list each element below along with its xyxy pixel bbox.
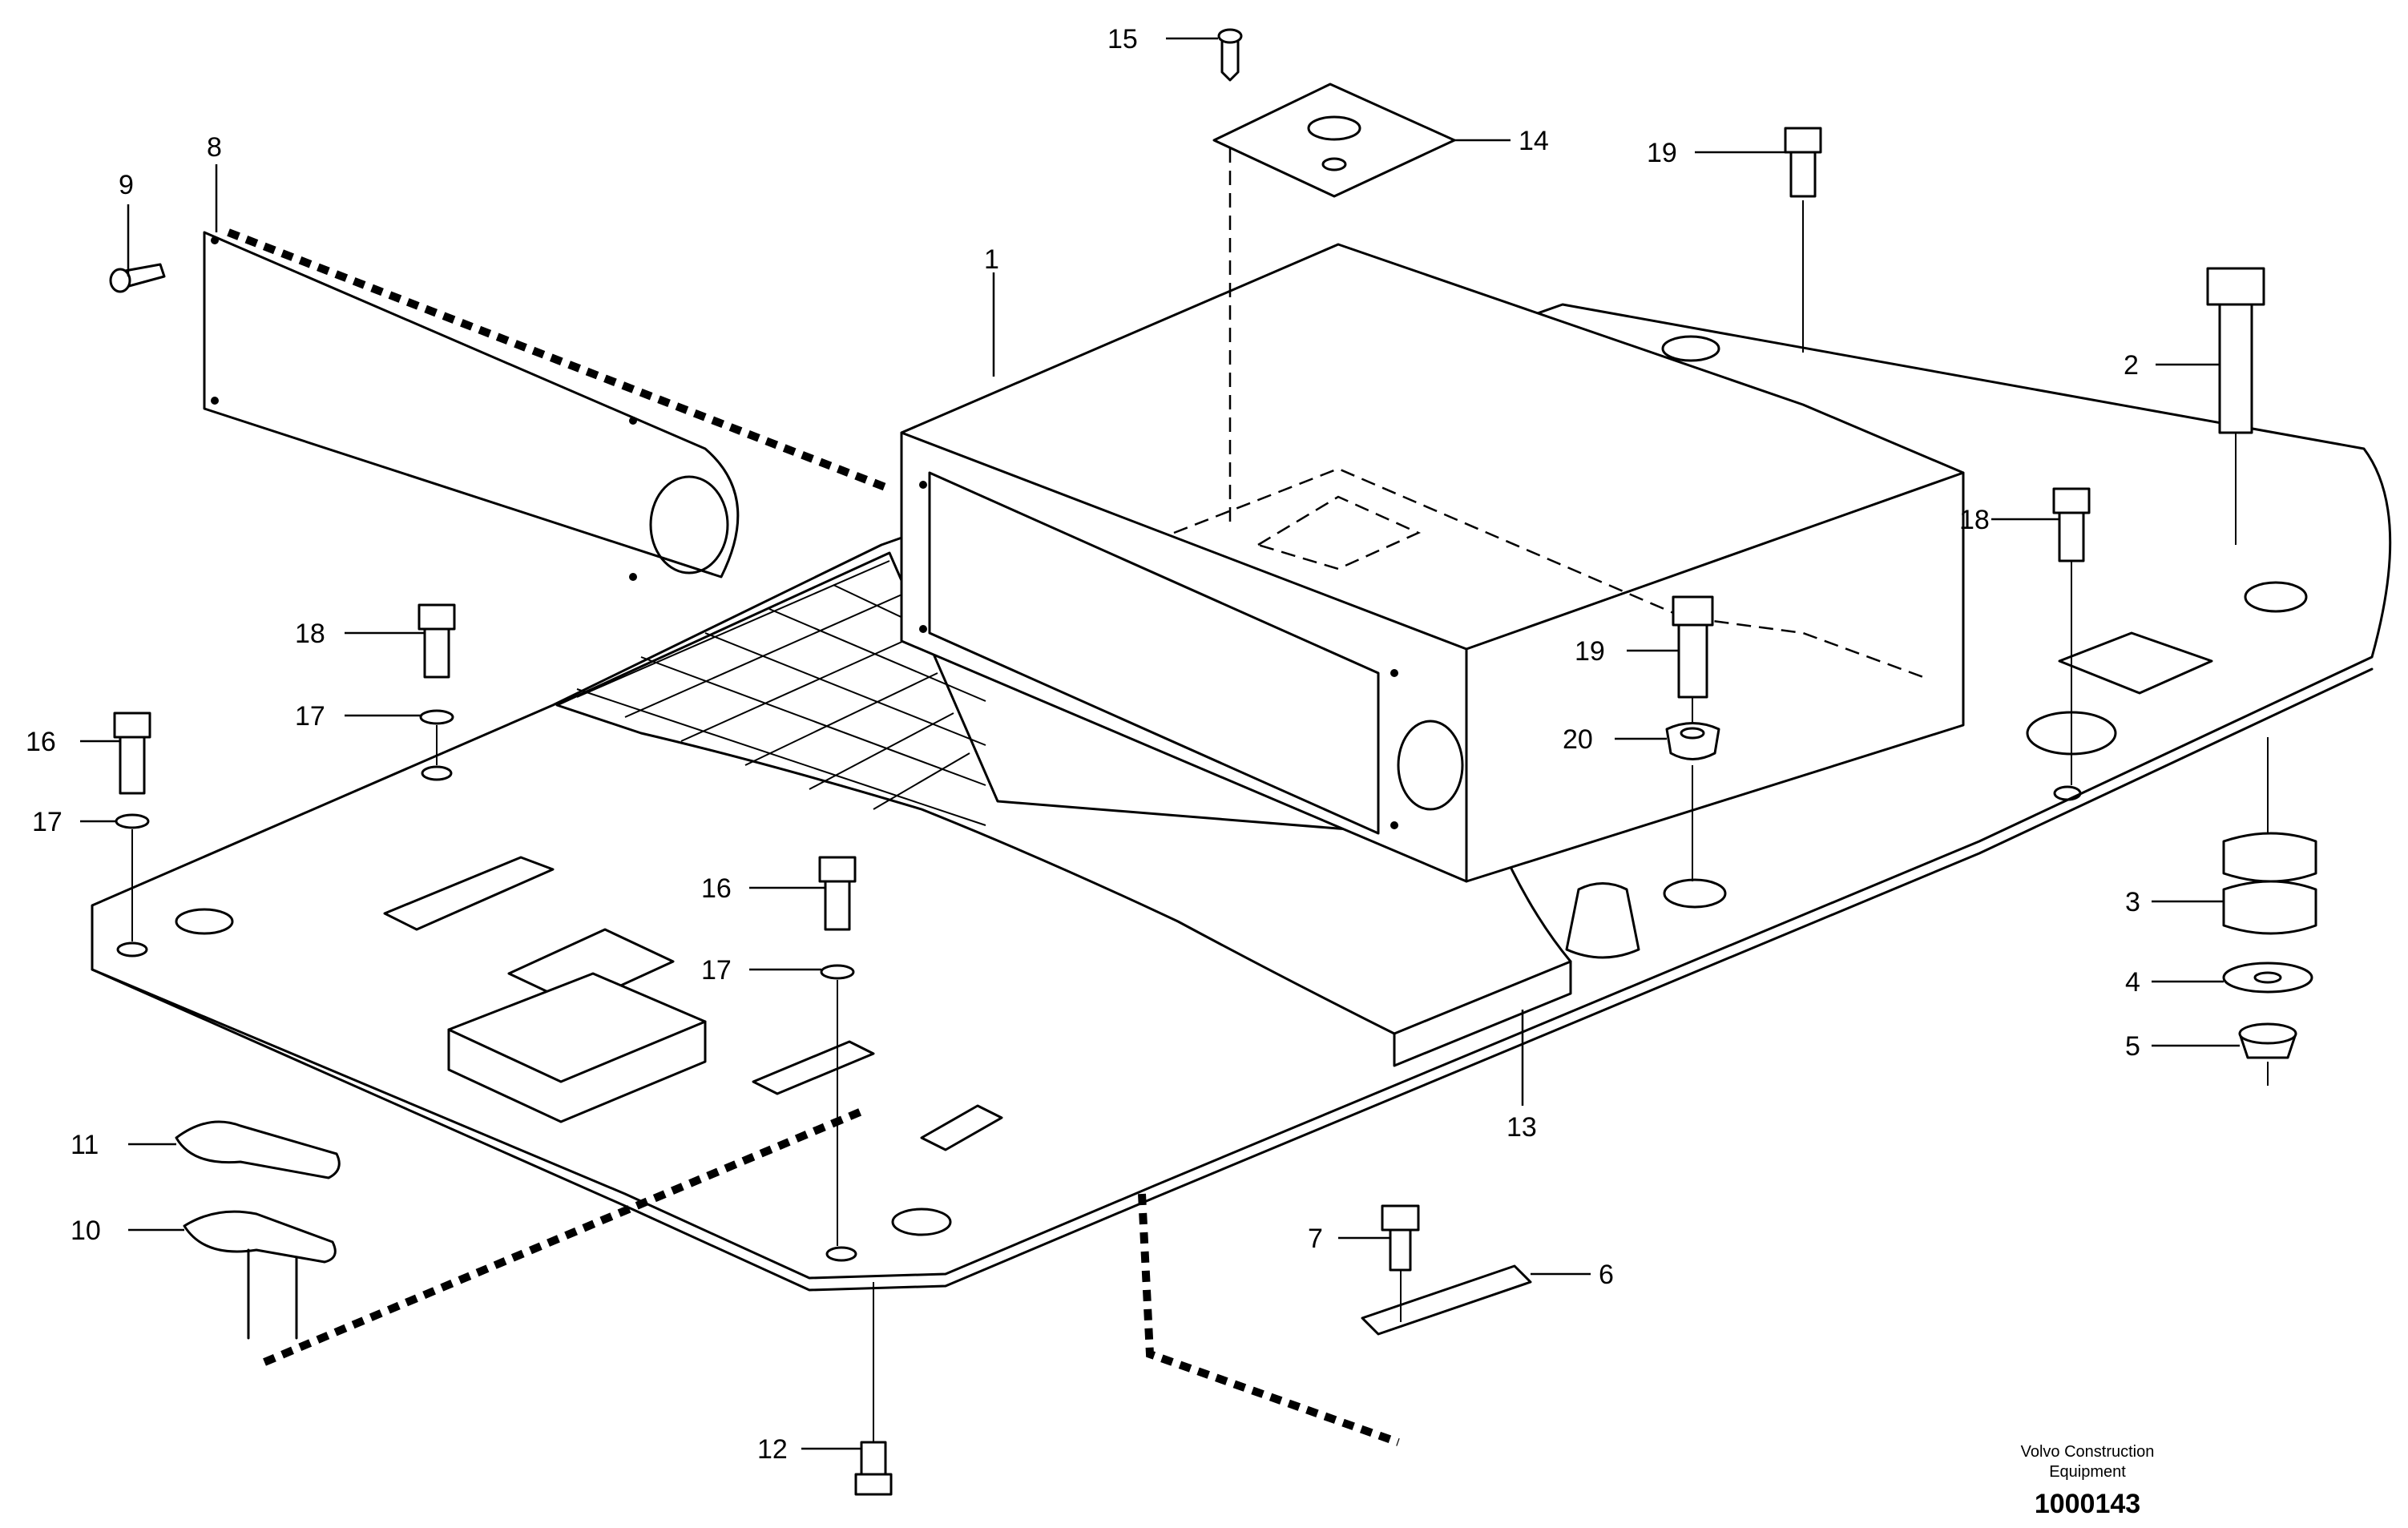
callout-3: 3 [2125,887,2140,917]
clip-10 [183,1106,867,1366]
bolt-18-right [2052,487,2091,785]
callout-19-center: 19 [1575,636,1605,667]
brand-line-1: Volvo Construction [2021,1443,2155,1461]
washer-20 [1665,722,1720,881]
callout-17-center: 17 [701,955,732,986]
bolt-16-center [818,856,857,1246]
callout-19-top: 19 [1647,138,1677,168]
callout-11: 11 [71,1130,99,1160]
floor-mat [555,551,1572,1067]
callout-13: 13 [1507,1112,1537,1143]
callout-16-center: 16 [701,873,732,904]
bolt-19-top [1784,127,1822,353]
callout-12: 12 [757,1434,788,1465]
callout-18-left: 18 [295,619,325,649]
callout-6: 6 [1599,1260,1614,1290]
drawing-number: 1000143 [2035,1489,2140,1519]
callout-labels: 1 2 3 4 5 6 7 8 9 10 11 12 13 14 15 16 1… [26,24,2140,1465]
clip-11 [175,1120,341,1179]
callout-8: 8 [207,132,222,163]
callout-16-left: 16 [26,727,56,757]
callout-18-right: 18 [1959,505,1990,535]
callout-4: 4 [2125,967,2140,998]
callout-20: 20 [1563,724,1593,755]
strap-6 [1138,1193,1532,1446]
crosshatch-pattern [576,560,986,826]
bolt-19-center [1672,595,1714,725]
side-panel [203,228,891,581]
rubber-mount-stack [2222,737,2317,1086]
bolt-12 [854,1282,893,1496]
bolt-2 [2206,267,2265,545]
box-housing [900,243,1965,883]
bolt-16-left [113,712,151,941]
screw-9 [109,263,166,293]
callout-7: 7 [1308,1224,1323,1254]
callout-1: 1 [984,244,999,275]
callout-17-left: 17 [32,807,63,837]
callout-2: 2 [2124,350,2139,381]
leader-lines [80,37,2240,1450]
callout-10: 10 [71,1216,101,1246]
callout-9: 9 [119,170,134,200]
callout-14: 14 [1519,126,1549,156]
callout-5: 5 [2125,1031,2140,1062]
cover-plate [1212,28,1456,529]
bolt-18-left [417,603,456,765]
callout-15: 15 [1107,24,1138,54]
caption-block: Volvo Construction Equipment 1000143 [2021,1443,2155,1519]
brand-line-2: Equipment [2049,1463,2126,1481]
callout-17-upper: 17 [295,701,325,732]
